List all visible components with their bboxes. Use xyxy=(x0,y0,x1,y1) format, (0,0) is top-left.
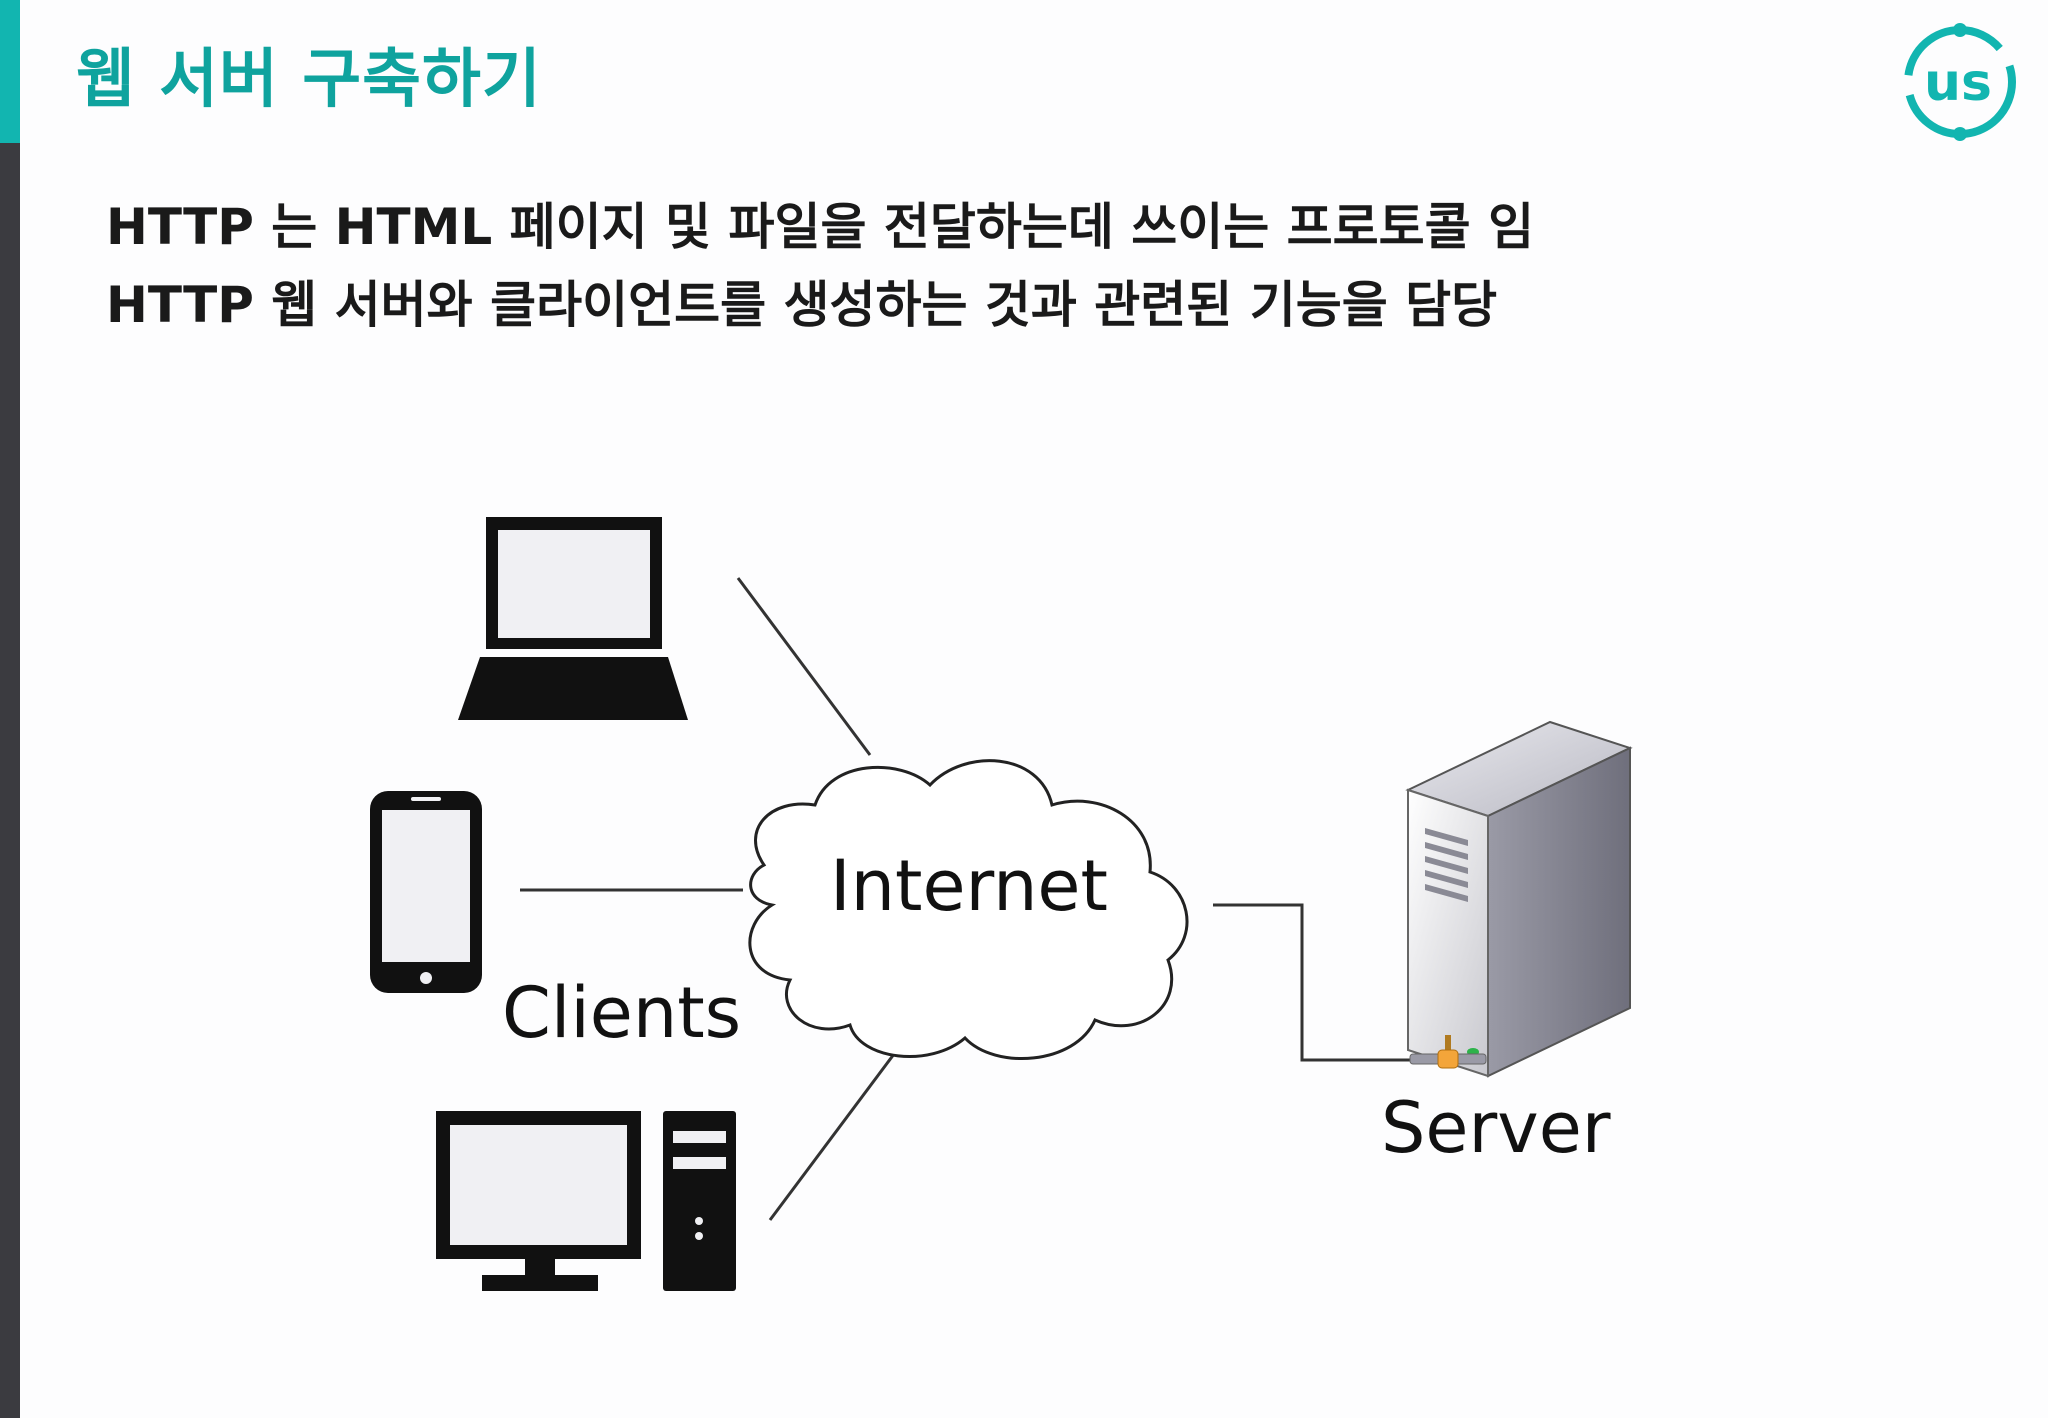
slide-title: 웹 서버 구축하기 xyxy=(76,43,542,117)
laptop-connection-line xyxy=(736,577,872,756)
desktop-computer-icon xyxy=(436,1111,736,1291)
accent-bar xyxy=(0,0,20,143)
network-connector-icon xyxy=(1409,1035,1487,1069)
smartphone-icon xyxy=(370,791,482,993)
us-logo-icon: us xyxy=(1904,23,2016,141)
logo-text: us xyxy=(1924,53,1992,113)
bullet-list: HTTP 는 HTML 페이지 및 파일을 전달하는데 쓰이는 프로토콜 임 H… xyxy=(106,188,1534,344)
cloud-icon xyxy=(748,759,1189,1061)
clients-label: Clients xyxy=(502,972,742,1054)
bullet-http-protocol: HTTP 는 HTML 페이지 및 파일을 전달하는데 쓰이는 프로토콜 임 xyxy=(106,198,1535,256)
connection-lines xyxy=(520,577,1420,1221)
network-diagram: Internet Clients Server xyxy=(340,480,1680,1330)
server-label: Server xyxy=(1381,1087,1611,1169)
side-bar xyxy=(0,143,20,1418)
internet-label: Internet xyxy=(830,845,1108,927)
bullet-http-server-client: HTTP 웹 서버와 클라이언트를 생성하는 것과 관련된 기능을 담당 xyxy=(106,276,1498,334)
desktop-connection-line xyxy=(768,1041,905,1221)
diagram-canvas xyxy=(370,517,1633,1291)
server-tower-icon xyxy=(1405,720,1633,1078)
server-connection-line xyxy=(1213,903,1420,1062)
laptop-icon xyxy=(458,517,688,720)
